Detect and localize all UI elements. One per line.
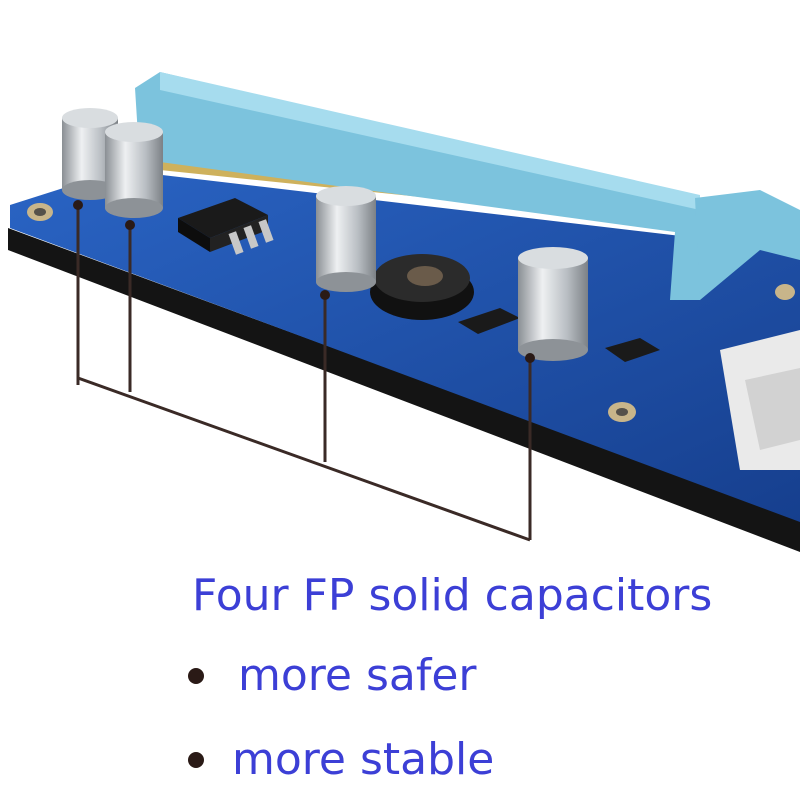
smd-chip: [458, 308, 520, 334]
capacitor-icon-2: [105, 122, 163, 218]
pcie-slot-top: [160, 72, 700, 210]
headline-caption: Four FP solid capacitors: [192, 570, 713, 621]
pcb-board: [10, 170, 800, 522]
bullet-item: more safer: [188, 646, 477, 706]
pcie-slot-latch: [695, 190, 800, 300]
bullet-text: more stable: [232, 734, 495, 785]
bullet-dot: [188, 668, 204, 684]
smd-chip-2: [605, 338, 660, 362]
bullet-item: more stable: [188, 730, 494, 790]
capacitor-icon-4: [518, 247, 588, 361]
bullet-dot: [188, 752, 204, 768]
chip-icon: [178, 198, 274, 255]
pcb-edge: [8, 228, 800, 552]
inductor-icon: [370, 254, 474, 320]
pointer-lines: [76, 205, 532, 542]
capacitor-icon-3: [316, 186, 376, 292]
bullet-text: more safer: [238, 650, 477, 701]
pcie-slot: [135, 72, 700, 300]
pointer-dots: [73, 200, 535, 363]
mounting-holes: [27, 203, 795, 422]
